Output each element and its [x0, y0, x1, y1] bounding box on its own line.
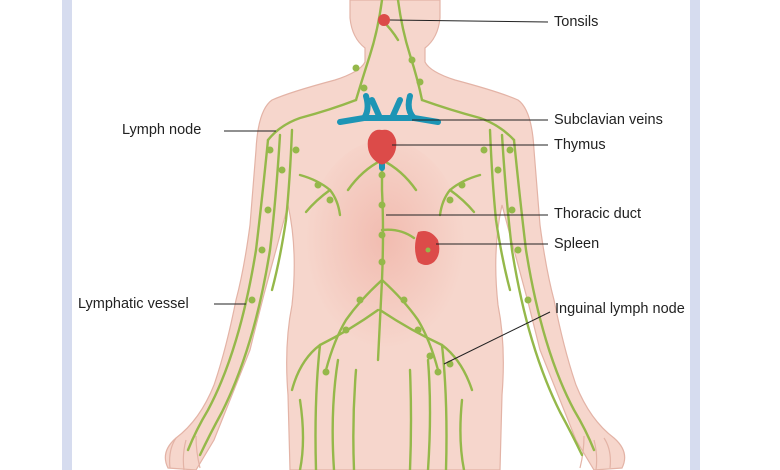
right-hand [579, 435, 611, 470]
thymus [367, 129, 397, 165]
label-subclavian-veins: Subclavian veins [554, 112, 663, 128]
frame-right-border [690, 0, 700, 470]
torso-glow [305, 140, 465, 360]
label-lymph-node: Lymph node [122, 122, 202, 138]
frame-left-border [62, 0, 72, 470]
label-tonsils: Tonsils [554, 14, 599, 30]
label-thymus: Thymus [554, 137, 606, 153]
left-hand [169, 435, 201, 470]
leader-lines [214, 19, 551, 365]
label-spleen: Spleen [554, 236, 600, 252]
label-inguinal-lymph-node: Inguinal lymph node [555, 301, 685, 317]
label-thoracic-duct: Thoracic duct [554, 206, 642, 222]
label-lymphatic-vessel: Lymphatic vessel [78, 296, 189, 312]
tonsils [378, 14, 390, 26]
lymph-nodes [248, 56, 532, 376]
spleen-node [425, 247, 431, 253]
lymph-vessels [186, 0, 596, 470]
